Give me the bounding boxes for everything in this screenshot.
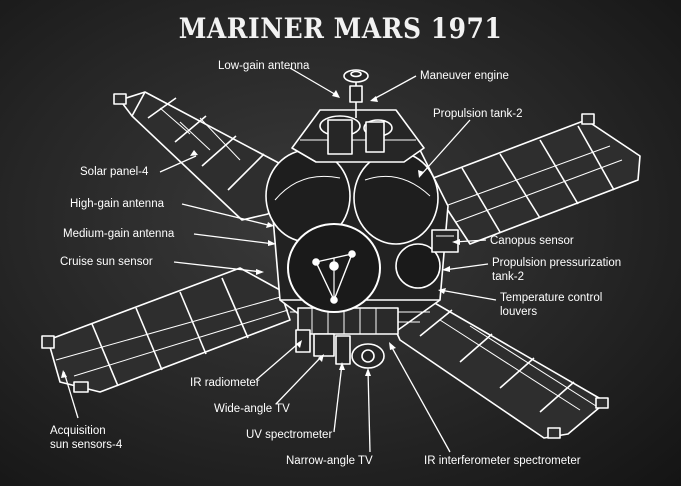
- high-gain-antenna-dish: [287, 223, 381, 313]
- label-cruise-sun-sensor: Cruise sun sensor: [60, 256, 153, 268]
- label-narrow-angle-tv: Narrow-angle TV: [286, 455, 373, 467]
- maneuver-engine-assembly: [291, 69, 425, 163]
- solar-panel-lower-left: [41, 267, 291, 393]
- solar-panel-upper-left: [113, 91, 293, 221]
- diagram-title: MARINER MARS 1971: [178, 12, 503, 45]
- label-solar-panel-4: Solar panel-4: [80, 166, 149, 178]
- label-low-gain-antenna: Low-gain antenna: [218, 60, 310, 72]
- label-canopus-sensor: Canopus sensor: [490, 235, 574, 247]
- label-ir-interferometer-spectrometer: IR interferometer spectrometer: [424, 455, 581, 467]
- propellant-tanks: [265, 149, 439, 245]
- label-wide-angle-tv: Wide-angle TV: [214, 403, 290, 415]
- label-propulsion-pressurization-tank-2: Propulsion pressurization tank-2: [492, 256, 621, 284]
- label-temperature-control-line1: Temperature control: [500, 292, 603, 304]
- solar-panel-upper-right: [427, 113, 641, 245]
- label-temperature-control-line2: louvers: [500, 306, 538, 318]
- pressurization-tank-sphere: [395, 229, 459, 289]
- solar-panel-lower-right: [391, 297, 609, 439]
- label-acquisition-line2: sun sensors-4: [50, 439, 123, 451]
- label-maneuver-engine: Maneuver engine: [420, 70, 509, 82]
- label-high-gain-antenna: High-gain antenna: [70, 198, 164, 210]
- label-medium-gain-antenna: Medium-gain antenna: [63, 228, 175, 240]
- label-ir-radiometer: IR radiometer: [190, 377, 260, 389]
- label-propulsion-pressurization-line2: tank-2: [492, 271, 524, 283]
- label-uv-spectrometer: UV spectrometer: [246, 429, 333, 441]
- callout-arrowheads: [61, 90, 460, 378]
- label-acquisition-sun-sensors-4: Acquisition sun sensors-4: [50, 424, 122, 452]
- callout-leader-lines: [63, 67, 497, 453]
- label-propulsion-tank-2: Propulsion tank-2: [433, 108, 523, 120]
- label-acquisition-line1: Acquisition: [50, 425, 106, 437]
- label-propulsion-pressurization-line1: Propulsion pressurization: [492, 257, 622, 269]
- label-temperature-control-louvers: Temperature control louvers: [500, 291, 602, 319]
- scan-platform-instruments: [295, 329, 385, 369]
